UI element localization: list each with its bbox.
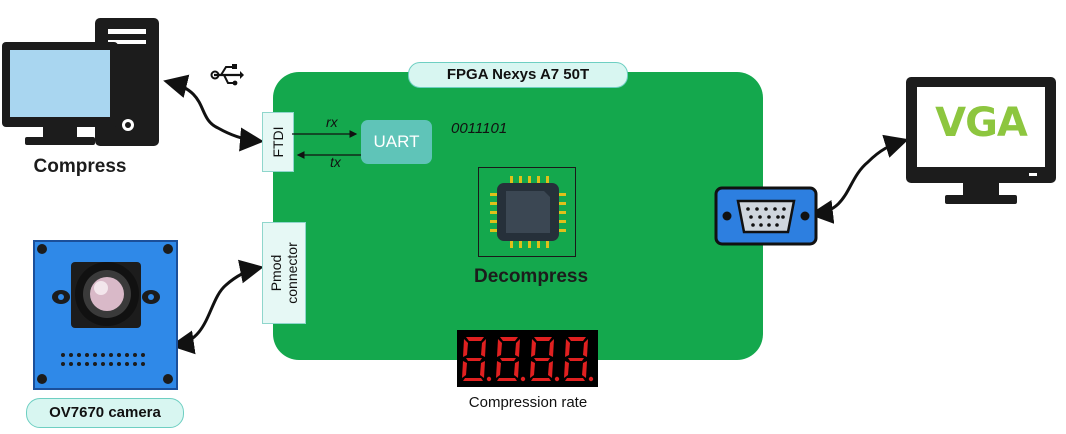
decompress-label: Decompress [473, 266, 589, 287]
vga-connector-icon [714, 186, 818, 246]
ftdi-label: FTDI [270, 126, 286, 158]
pmod-label: Pmod connector [268, 242, 300, 303]
computer-tower-icon [2, 18, 159, 146]
compress-label: Compress [33, 156, 127, 177]
chip-frame [478, 167, 576, 257]
ftdi-port: FTDI [262, 112, 294, 172]
camera-label: OV7670 camera [26, 398, 184, 428]
monitor-icon [906, 77, 1056, 204]
bit-stream-label: 0011101 [451, 120, 508, 137]
microchip-icon [490, 176, 566, 248]
compression-rate-label: Compression rate [468, 394, 588, 411]
seven-segment-display-icon [462, 337, 594, 382]
rx-label: rx [326, 114, 338, 130]
pmod-label-line2: connector [284, 242, 300, 304]
camera-module-icon [33, 240, 178, 390]
uart-block: UART [361, 120, 432, 164]
pmod-connector: Pmod connector [262, 222, 306, 324]
tx-label: tx [330, 154, 341, 170]
pmod-label-line1: Pmod [268, 254, 284, 292]
vga-text: VGA [935, 100, 1028, 146]
uart-lines [292, 130, 361, 159]
camera-link-arrow [170, 259, 264, 355]
usb-link-arrow [163, 74, 264, 152]
board-title: FPGA Nexys A7 50T [408, 62, 628, 88]
vga-link-arrow [809, 134, 909, 224]
